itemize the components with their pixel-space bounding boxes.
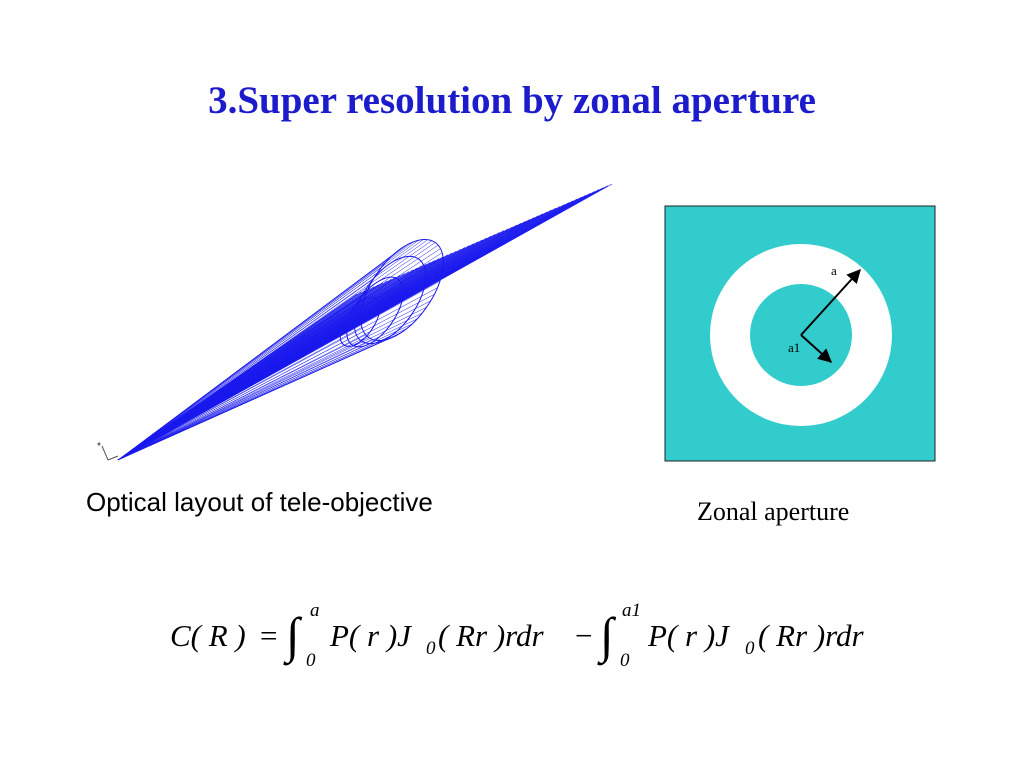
integral-2-lower: 0: [620, 650, 630, 671]
ray-fan: [117, 183, 613, 461]
integral-1-lower: 0: [306, 650, 316, 671]
outer-radius-arrow: [800, 268, 861, 336]
integral-sign-1: ∫: [286, 607, 300, 663]
lens-cone: [339, 238, 444, 348]
term-1-subscript: 0: [426, 638, 436, 659]
term-2-argument: ( Rr )rdr: [758, 618, 864, 653]
zonal-aperture-diagram: a a1: [664, 205, 936, 462]
optical-layout-caption: Optical layout of tele-objective: [86, 487, 433, 517]
formula-minus: −: [575, 618, 593, 653]
term-1-function: P( r )J: [330, 618, 411, 653]
integral-1-upper: a: [310, 600, 320, 621]
integral-2-upper: a1: [622, 600, 641, 621]
formula-equals: =: [260, 618, 278, 653]
term-2-subscript: 0: [745, 638, 755, 659]
outer-radius-label: a: [831, 263, 837, 278]
slide-title: 3.Super resolution by zonal aperture: [208, 79, 816, 122]
inner-radius-label: a1: [788, 340, 800, 355]
zonal-aperture-caption: Zonal aperture: [697, 497, 850, 526]
optical-layout-diagram: [97, 183, 613, 461]
formula-lhs: C( R ): [170, 618, 246, 653]
inner-radius-arrow: [800, 334, 833, 363]
term-2-function: P( r )J: [648, 618, 729, 653]
integral-sign-2: ∫: [600, 607, 614, 663]
axis-marker-icon: [97, 442, 119, 461]
term-1-argument: ( Rr )rdr: [438, 618, 544, 653]
